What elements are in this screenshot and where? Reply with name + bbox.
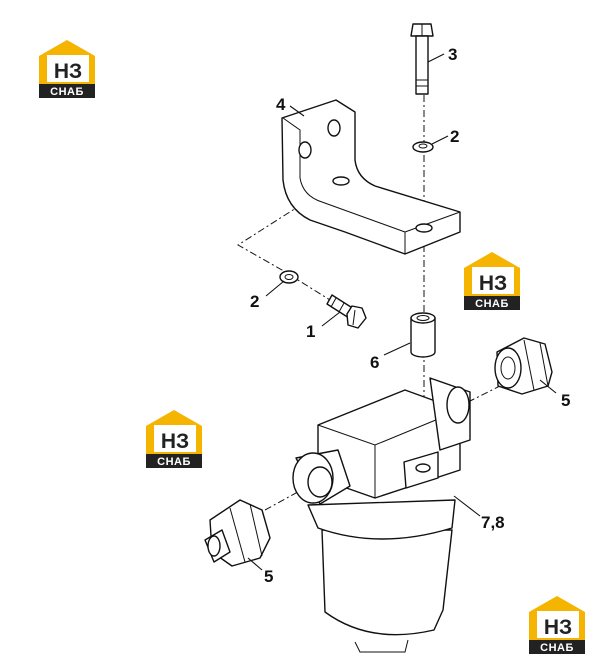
fitting-left xyxy=(204,499,271,567)
callout-2-left: 2 xyxy=(250,292,259,311)
washer-top xyxy=(412,141,434,153)
logo-brand: НЗ xyxy=(479,272,507,295)
callout-5-right: 5 xyxy=(561,391,570,410)
logo-watermark: НЗ СНАБ xyxy=(37,38,99,100)
callout-3: 3 xyxy=(448,45,457,64)
port-guide-right xyxy=(467,384,503,403)
logo-sub: СНАБ xyxy=(475,298,509,310)
bolt-short xyxy=(326,294,367,329)
logo-brand: НЗ xyxy=(544,616,572,639)
callout-4: 4 xyxy=(276,95,286,114)
logo-watermark: НЗ СНАБ xyxy=(144,408,206,470)
leader-4 xyxy=(289,105,305,117)
logo-sub: СНАБ xyxy=(540,642,574,654)
logo-brand: НЗ xyxy=(54,60,82,83)
leader-5-right xyxy=(539,379,557,394)
bolt-guide-line xyxy=(237,179,341,301)
leader-2-top xyxy=(431,135,449,145)
callout-78: 7,8 xyxy=(481,513,505,532)
callout-1: 1 xyxy=(306,322,315,341)
leader-78 xyxy=(453,495,481,517)
filter-assembly xyxy=(292,377,471,653)
logo-sub: СНАБ xyxy=(50,86,84,98)
callout-5-left: 5 xyxy=(264,567,273,586)
leader-2-left xyxy=(265,280,285,297)
washer-left xyxy=(279,270,299,284)
bolt-long xyxy=(410,23,434,95)
fitting-right xyxy=(494,337,553,395)
callout-6: 6 xyxy=(370,353,379,372)
bracket xyxy=(281,99,461,255)
logo-watermark: НЗ СНАБ xyxy=(527,594,589,656)
leader-5-left xyxy=(247,557,263,571)
leader-6 xyxy=(383,342,411,356)
logo-sub: СНАБ xyxy=(157,456,191,468)
leader-1 xyxy=(321,311,341,327)
spacer xyxy=(410,312,436,358)
callout-2-top: 2 xyxy=(450,127,459,146)
leader-3 xyxy=(427,53,445,63)
logo-watermark: НЗ СНАБ xyxy=(462,250,524,312)
logo-brand: НЗ xyxy=(161,430,189,453)
